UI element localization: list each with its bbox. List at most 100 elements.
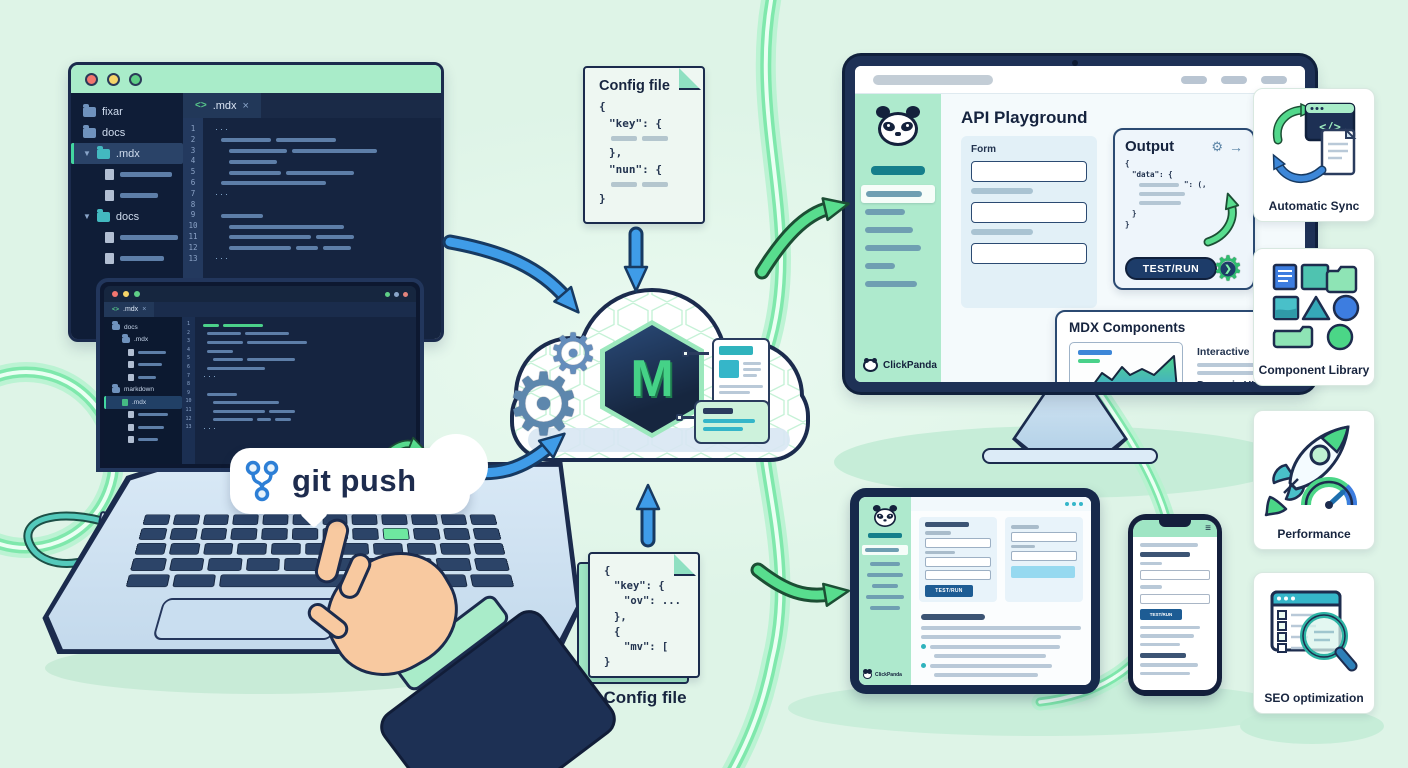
- tab-mdx[interactable]: <> .mdx ×: [183, 93, 261, 118]
- tree-file[interactable]: [110, 434, 182, 447]
- run-gear-icon[interactable]: ⚙❯: [1211, 252, 1245, 286]
- url-pill[interactable]: [873, 74, 993, 85]
- keyboard-key[interactable]: [130, 558, 167, 571]
- nav-links[interactable]: [1181, 75, 1287, 84]
- keyboard-key[interactable]: [352, 528, 379, 540]
- keyboard-key[interactable]: [472, 528, 502, 540]
- keyboard-key[interactable]: [168, 542, 201, 555]
- input[interactable]: [925, 570, 991, 580]
- arrow-right-icon[interactable]: →: [1229, 138, 1243, 155]
- tree-file[interactable]: [110, 409, 182, 422]
- keyboard-key[interactable]: [261, 528, 288, 540]
- keyboard-key[interactable]: [138, 528, 168, 540]
- keyboard-key[interactable]: [232, 514, 259, 526]
- nav-item[interactable]: [872, 584, 898, 588]
- keyboard-key[interactable]: [125, 574, 171, 588]
- keyboard-key[interactable]: [172, 574, 217, 588]
- close-tab-icon[interactable]: ×: [242, 99, 249, 112]
- input[interactable]: [1140, 570, 1210, 580]
- minimize-traffic-light[interactable]: [123, 291, 129, 297]
- tree-folder[interactable]: fixar: [81, 101, 183, 122]
- maximize-traffic-light[interactable]: [134, 291, 140, 297]
- keyboard-key[interactable]: [473, 542, 506, 555]
- nav-item[interactable]: [870, 562, 900, 566]
- nav-item[interactable]: [865, 257, 931, 275]
- keyboard-key[interactable]: [202, 514, 230, 526]
- keyboard-key[interactable]: [412, 528, 441, 540]
- keyboard-key[interactable]: [271, 542, 301, 555]
- keyboard-key[interactable]: [207, 558, 243, 571]
- feature-card-performance: Performance: [1253, 410, 1375, 550]
- keyboard-key[interactable]: [469, 574, 515, 588]
- tab-mdx[interactable]: <> .mdx ×: [104, 302, 155, 317]
- keyboard-key[interactable]: [291, 528, 318, 540]
- cloud-snippet-card: [694, 400, 770, 444]
- keyboard-key[interactable]: [473, 558, 510, 571]
- keyboard-key[interactable]: [442, 528, 471, 540]
- nav-item[interactable]: [870, 606, 900, 610]
- keyboard-key[interactable]: [283, 558, 318, 571]
- nav-item[interactable]: [865, 221, 931, 239]
- tree-file[interactable]: [110, 346, 182, 359]
- input[interactable]: [1140, 593, 1210, 604]
- tree-file[interactable]: [81, 248, 183, 269]
- close-tab-icon[interactable]: ×: [142, 306, 147, 313]
- minimize-traffic-light[interactable]: [107, 72, 120, 86]
- hamburger-menu-icon[interactable]: ≡: [1205, 523, 1211, 534]
- tree-file[interactable]: [81, 164, 183, 185]
- keyboard-key[interactable]: [172, 514, 200, 526]
- nav-item-active[interactable]: [861, 185, 935, 203]
- keyboard-key[interactable]: [202, 542, 234, 555]
- keyboard-key[interactable]: [169, 528, 198, 540]
- keyboard-key[interactable]: [142, 514, 171, 526]
- tree-folder[interactable]: ▼docs: [83, 208, 140, 223]
- form-input[interactable]: [971, 202, 1087, 223]
- code-icon: <>: [112, 306, 120, 313]
- nav-item[interactable]: [867, 573, 903, 577]
- test-run-button[interactable]: TEST/RUN: [1140, 608, 1182, 620]
- tree-folder[interactable]: .mdx: [110, 333, 182, 347]
- nav-item[interactable]: [865, 203, 931, 221]
- keyboard-key[interactable]: [230, 528, 258, 540]
- keyboard-key[interactable]: [381, 514, 408, 526]
- tree-file[interactable]: [110, 371, 182, 384]
- input[interactable]: [925, 557, 991, 567]
- keyboard-key[interactable]: [262, 514, 289, 526]
- input[interactable]: [925, 537, 991, 548]
- tree-folder[interactable]: docs: [81, 122, 183, 143]
- keyboard-key[interactable]: [168, 558, 205, 571]
- tree-folder[interactable]: markdown: [110, 383, 182, 397]
- tree-file[interactable]: [81, 227, 183, 248]
- keyboard-key[interactable]: [439, 542, 472, 555]
- tree-folder-active[interactable]: ▼.mdx: [71, 143, 183, 164]
- tree-file[interactable]: [81, 185, 183, 206]
- tree-file[interactable]: [110, 421, 182, 434]
- form-input[interactable]: [971, 243, 1087, 264]
- test-run-button[interactable]: TEST/RUN: [1125, 257, 1217, 280]
- keyboard-key[interactable]: [410, 514, 438, 526]
- close-traffic-light[interactable]: [85, 72, 98, 86]
- tree-file-active[interactable]: .mdx: [104, 396, 182, 409]
- nav-item[interactable]: [865, 275, 931, 293]
- keyboard-key[interactable]: [236, 542, 268, 555]
- nav-item[interactable]: [865, 239, 931, 257]
- input[interactable]: [1011, 551, 1077, 561]
- nav-item-active[interactable]: [862, 545, 908, 555]
- keyboard-key[interactable]: [134, 542, 167, 555]
- keyboard-key[interactable]: [469, 514, 498, 526]
- secondary-button[interactable]: [1011, 566, 1075, 578]
- tree-folder[interactable]: docs: [110, 321, 182, 334]
- keyboard-key[interactable]: [199, 528, 228, 540]
- test-run-button[interactable]: TEST/RUN: [925, 585, 973, 597]
- form-input[interactable]: [971, 161, 1087, 182]
- maximize-traffic-light[interactable]: [129, 72, 142, 86]
- keyboard-key[interactable]: [351, 514, 378, 526]
- input[interactable]: [1011, 531, 1077, 542]
- highlighted-key[interactable]: [382, 528, 410, 540]
- keyboard-key[interactable]: [440, 514, 468, 526]
- nav-item[interactable]: [866, 595, 904, 599]
- gear-icon[interactable]: ⚙: [1211, 138, 1223, 154]
- close-traffic-light[interactable]: [112, 291, 118, 297]
- tree-file[interactable]: [110, 359, 182, 372]
- keyboard-key[interactable]: [245, 558, 280, 571]
